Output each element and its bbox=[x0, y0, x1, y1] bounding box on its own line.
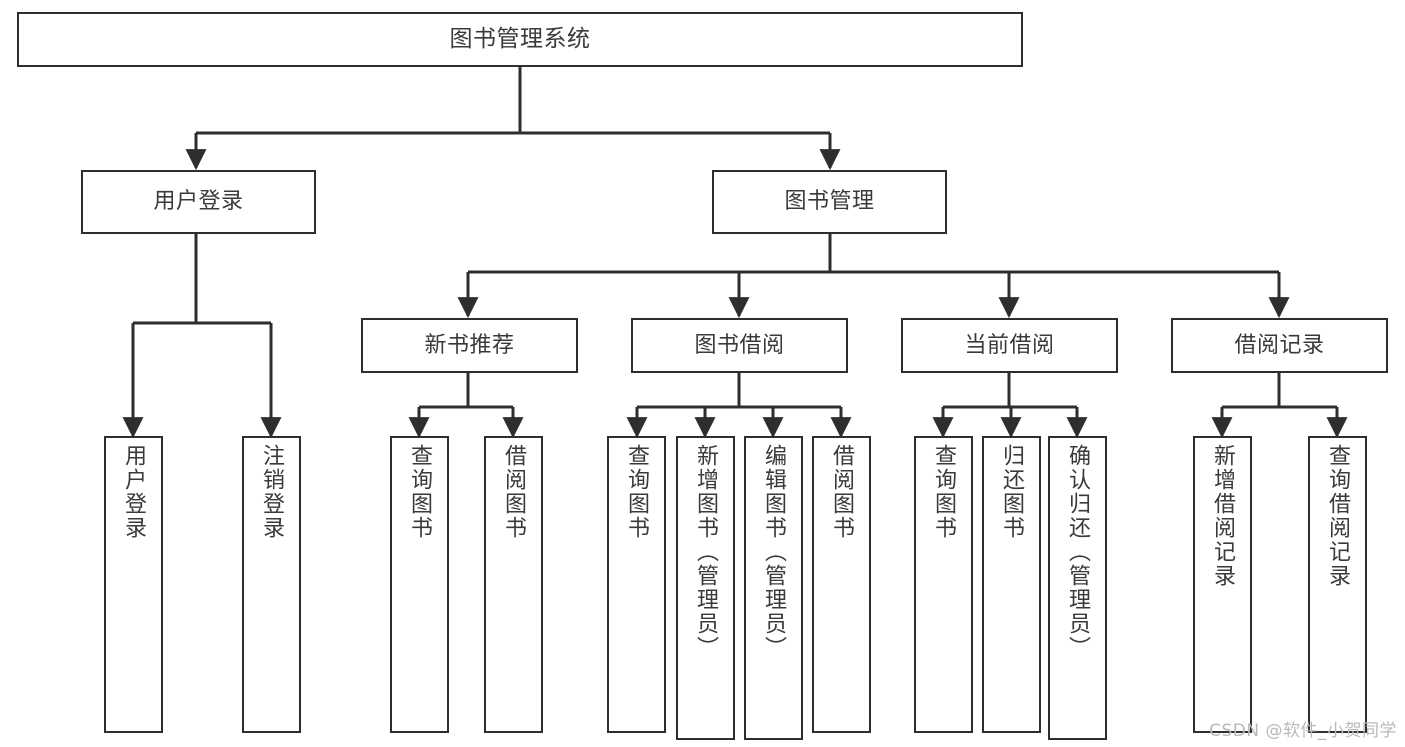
node-label: 图书借阅 bbox=[694, 332, 785, 358]
node-label: 查询图书 bbox=[407, 444, 433, 540]
node-label: 注销登录 bbox=[259, 444, 285, 540]
node-label: 借阅记录 bbox=[1234, 332, 1325, 358]
node-label: 新书推荐 bbox=[424, 332, 515, 358]
leaf-new-book-query-book[interactable]: 查询图书 bbox=[390, 436, 449, 733]
leaf-record-add-record[interactable]: 新增借阅记录 bbox=[1193, 436, 1252, 733]
leaf-current-confirm-return-admin[interactable]: 确认归还（管理员） bbox=[1048, 436, 1107, 740]
node-borrowing-record[interactable]: 借阅记录 bbox=[1171, 318, 1388, 373]
node-book-management[interactable]: 图书管理 bbox=[712, 170, 947, 234]
leaf-borrow-add-book-admin[interactable]: 新增图书（管理员） bbox=[676, 436, 735, 740]
leaf-borrow-edit-book-admin[interactable]: 编辑图书（管理员） bbox=[744, 436, 803, 740]
node-book-borrowing[interactable]: 图书借阅 bbox=[631, 318, 848, 373]
node-label: 借阅图书 bbox=[829, 444, 855, 540]
node-current-borrowing[interactable]: 当前借阅 bbox=[901, 318, 1118, 373]
node-label: 查询图书 bbox=[624, 444, 650, 540]
node-label: 图书管理 bbox=[784, 189, 875, 215]
node-label: 用户登录 bbox=[121, 444, 147, 540]
node-label: 借阅图书 bbox=[501, 444, 527, 540]
node-label: 新增借阅记录 bbox=[1210, 444, 1236, 588]
node-label: 确认归还（管理员） bbox=[1065, 444, 1091, 660]
leaf-new-book-borrow-book[interactable]: 借阅图书 bbox=[484, 436, 543, 733]
leaf-current-query-book[interactable]: 查询图书 bbox=[914, 436, 973, 733]
leaf-user-login-logout[interactable]: 注销登录 bbox=[242, 436, 301, 733]
node-label: 编辑图书（管理员） bbox=[761, 444, 787, 660]
node-user-login[interactable]: 用户登录 bbox=[81, 170, 316, 234]
leaf-borrow-query-book[interactable]: 查询图书 bbox=[607, 436, 666, 733]
node-label: 用户登录 bbox=[153, 189, 244, 215]
watermark-text: CSDN @软件_小贺同学 bbox=[1209, 721, 1397, 741]
leaf-current-return-book[interactable]: 归还图书 bbox=[982, 436, 1041, 733]
node-label: 图书管理系统 bbox=[449, 26, 591, 53]
node-label: 新增图书（管理员） bbox=[693, 444, 719, 660]
leaf-borrow-lend-book[interactable]: 借阅图书 bbox=[812, 436, 871, 733]
node-label: 查询图书 bbox=[931, 444, 957, 540]
node-new-book-recommendation[interactable]: 新书推荐 bbox=[361, 318, 578, 373]
node-label: 归还图书 bbox=[999, 444, 1025, 540]
leaf-record-query-record[interactable]: 查询借阅记录 bbox=[1308, 436, 1367, 733]
node-label: 查询借阅记录 bbox=[1325, 444, 1351, 588]
node-root-system[interactable]: 图书管理系统 bbox=[17, 12, 1023, 67]
node-label: 当前借阅 bbox=[964, 332, 1055, 358]
leaf-user-login-login[interactable]: 用户登录 bbox=[104, 436, 163, 733]
